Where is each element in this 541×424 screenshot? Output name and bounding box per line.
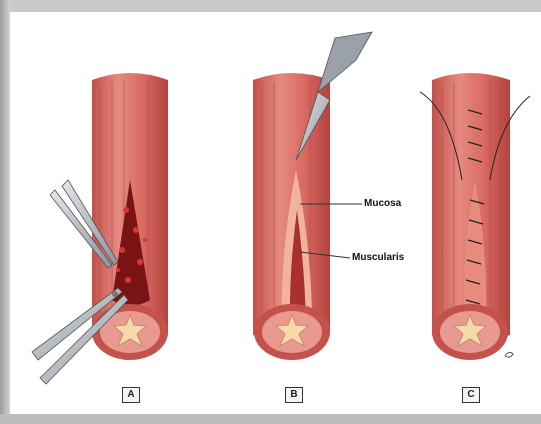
panel-label-c: C	[462, 387, 480, 403]
panel-label-a: A	[122, 387, 140, 403]
panel-a-drawing	[32, 73, 168, 384]
panel-label-b: B	[285, 387, 303, 403]
panel-b-drawing	[253, 32, 372, 360]
panel-c-drawing	[420, 73, 530, 360]
artist-signature-mark	[505, 352, 513, 357]
muscularis-label: Muscularis	[352, 252, 404, 263]
mucosa-label: Mucosa	[364, 198, 401, 209]
